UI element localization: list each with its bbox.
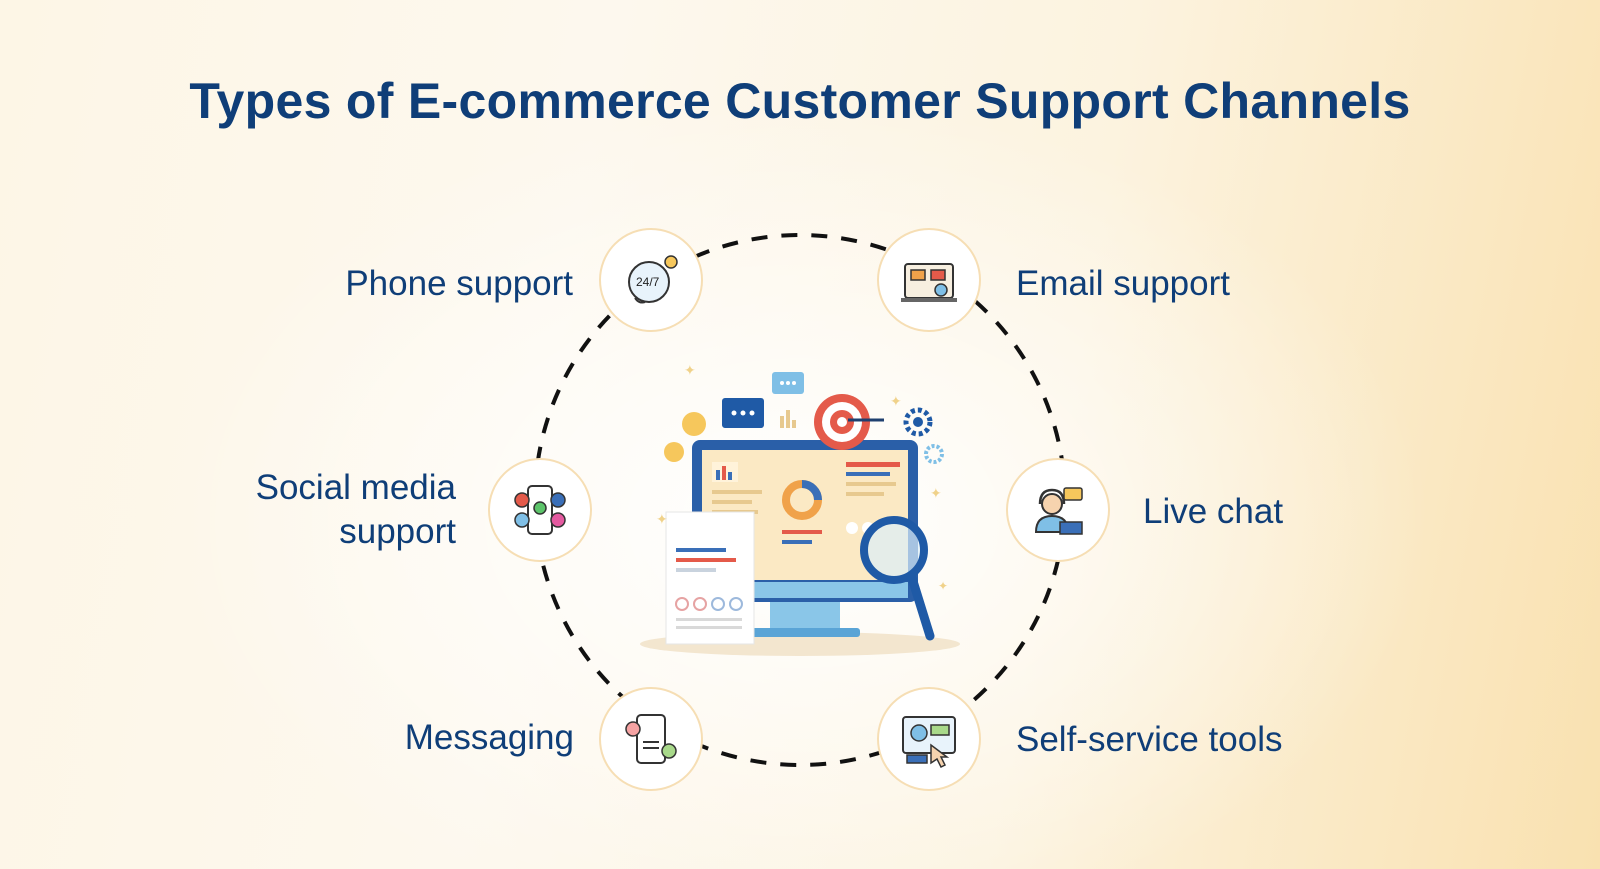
phone-24-7-icon: 24/7 — [628, 255, 678, 304]
messaging-label: Messaging — [404, 718, 574, 757]
self-service-icon — [902, 716, 956, 769]
social-media-icon — [514, 485, 566, 535]
email-icon — [901, 263, 957, 302]
self-service-tools-node — [877, 687, 981, 791]
messaging-phone-icon — [625, 714, 677, 764]
messaging-node — [599, 687, 703, 791]
phone-support-node: 24/7 — [599, 228, 703, 332]
social-media-support-label: Social media support — [256, 466, 456, 554]
page-title: Types of E-commerce Customer Support Cha… — [189, 73, 1411, 129]
svg-text:✦: ✦ — [656, 512, 668, 528]
social-media-label-line2: support — [339, 512, 456, 551]
phone-support-label: Phone support — [345, 264, 573, 303]
svg-text:✦: ✦ — [930, 486, 942, 502]
social-media-support-node — [488, 458, 592, 562]
live-chat-agent-icon — [1034, 487, 1083, 535]
email-support-label: Email support — [1016, 264, 1230, 303]
analytics-dashboard-illustration: ✦ ✦ ✦ ✦ ✦ — [640, 363, 960, 656]
social-media-label-line1: Social media — [255, 468, 456, 507]
live-chat-label: Live chat — [1143, 492, 1284, 531]
self-service-tools-label: Self-service tools — [1016, 720, 1283, 759]
svg-text:24/7: 24/7 — [636, 275, 660, 289]
email-support-node — [877, 228, 981, 332]
svg-text:✦: ✦ — [684, 363, 696, 379]
svg-text:✦: ✦ — [890, 394, 902, 410]
svg-text:✦: ✦ — [938, 579, 948, 593]
live-chat-node — [1006, 458, 1110, 562]
